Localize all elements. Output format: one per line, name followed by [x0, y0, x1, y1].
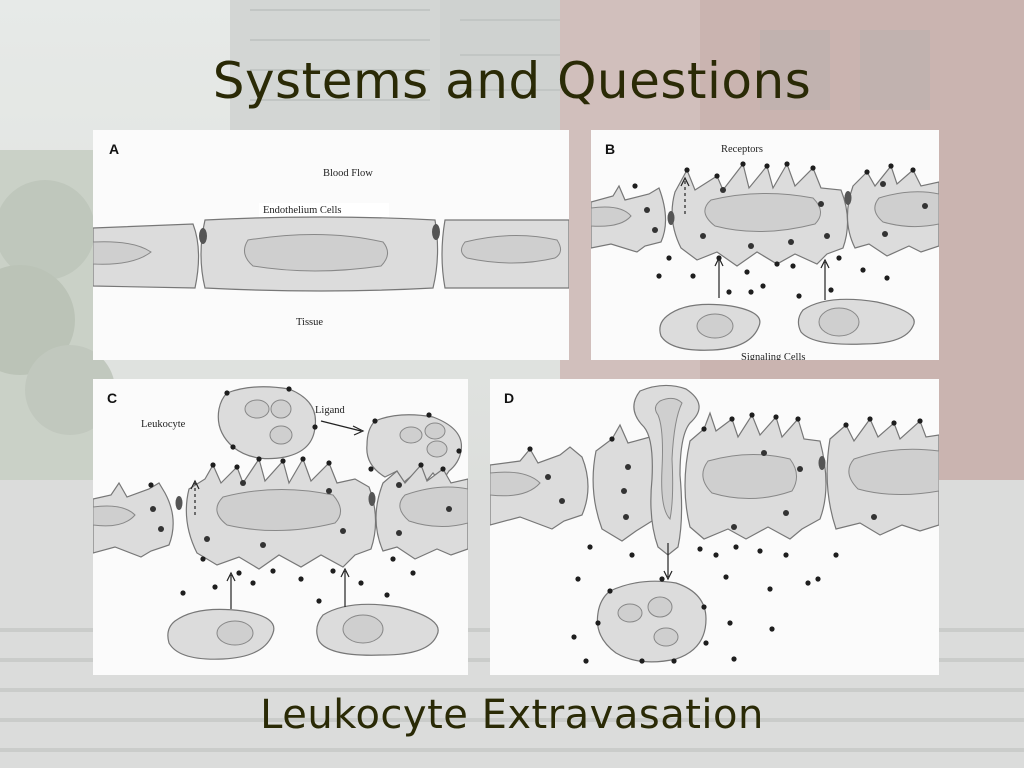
panel-b: B Receptors Signaling Cells — [591, 130, 939, 360]
nucleus — [490, 471, 541, 497]
panel-a-letter: A — [109, 141, 119, 157]
junction — [667, 211, 675, 225]
panel-c-letter: C — [107, 390, 117, 406]
nucleus — [216, 620, 254, 646]
granule — [424, 422, 446, 440]
tissue-label: Tissue — [296, 317, 323, 328]
junction — [844, 191, 852, 205]
nucleus — [704, 192, 821, 233]
panel-a: A Blood Flow Endothelium Cells Tissue — [93, 130, 569, 360]
endothelial-cell — [592, 423, 659, 542]
granule — [244, 399, 270, 419]
nucleus — [654, 397, 683, 521]
signaling-cells-label: Signaling Cells — [741, 352, 805, 360]
nucleus — [243, 234, 388, 272]
panel-d: D — [490, 379, 939, 675]
blood-flow-label: Blood Flow — [323, 168, 373, 179]
granule — [399, 426, 423, 444]
panel-b-letter: B — [605, 141, 615, 157]
leukocyte-extravasated — [596, 580, 707, 663]
granule — [269, 425, 293, 445]
nucleus — [342, 614, 384, 644]
nucleus — [461, 235, 561, 264]
nucleus — [874, 191, 939, 228]
junction — [432, 224, 440, 240]
junction — [818, 456, 826, 470]
nucleus — [696, 313, 734, 339]
junction — [199, 228, 207, 244]
leukocyte-label: Leukocyte — [141, 419, 186, 430]
receptors-label: Receptors — [721, 144, 763, 155]
junction — [175, 496, 183, 510]
panel-a-diagram: A Blood Flow Endothelium Cells Tissue — [93, 141, 569, 328]
panel-b-diagram: B Receptors Signaling Cells — [591, 141, 939, 360]
endothelial-cell — [93, 481, 174, 558]
slide-title: Systems and Questions — [212, 52, 812, 110]
nucleus — [399, 486, 468, 527]
nucleus — [591, 206, 632, 227]
slide-caption: Leukocyte Extravasation — [260, 692, 764, 738]
granule — [617, 603, 643, 623]
nucleus — [848, 448, 939, 496]
panel-c: C Leukocyte Ligand — [93, 379, 468, 675]
granule — [647, 596, 673, 618]
nucleus — [93, 241, 152, 265]
endothelial-cell — [490, 446, 589, 530]
nucleus — [702, 454, 797, 499]
panel-d-letter: D — [504, 390, 514, 406]
panel-c-diagram: C Leukocyte Ligand — [93, 386, 468, 660]
nucleus — [818, 307, 860, 337]
junction — [368, 492, 376, 506]
nucleus — [93, 505, 136, 527]
nucleus — [216, 488, 341, 532]
endothelium-label: Endothelium Cells — [263, 205, 341, 216]
granule — [653, 627, 679, 647]
granule — [270, 399, 292, 419]
granule — [426, 440, 448, 458]
ligand-label: Ligand — [315, 405, 345, 416]
panel-d-diagram: D — [490, 384, 939, 664]
